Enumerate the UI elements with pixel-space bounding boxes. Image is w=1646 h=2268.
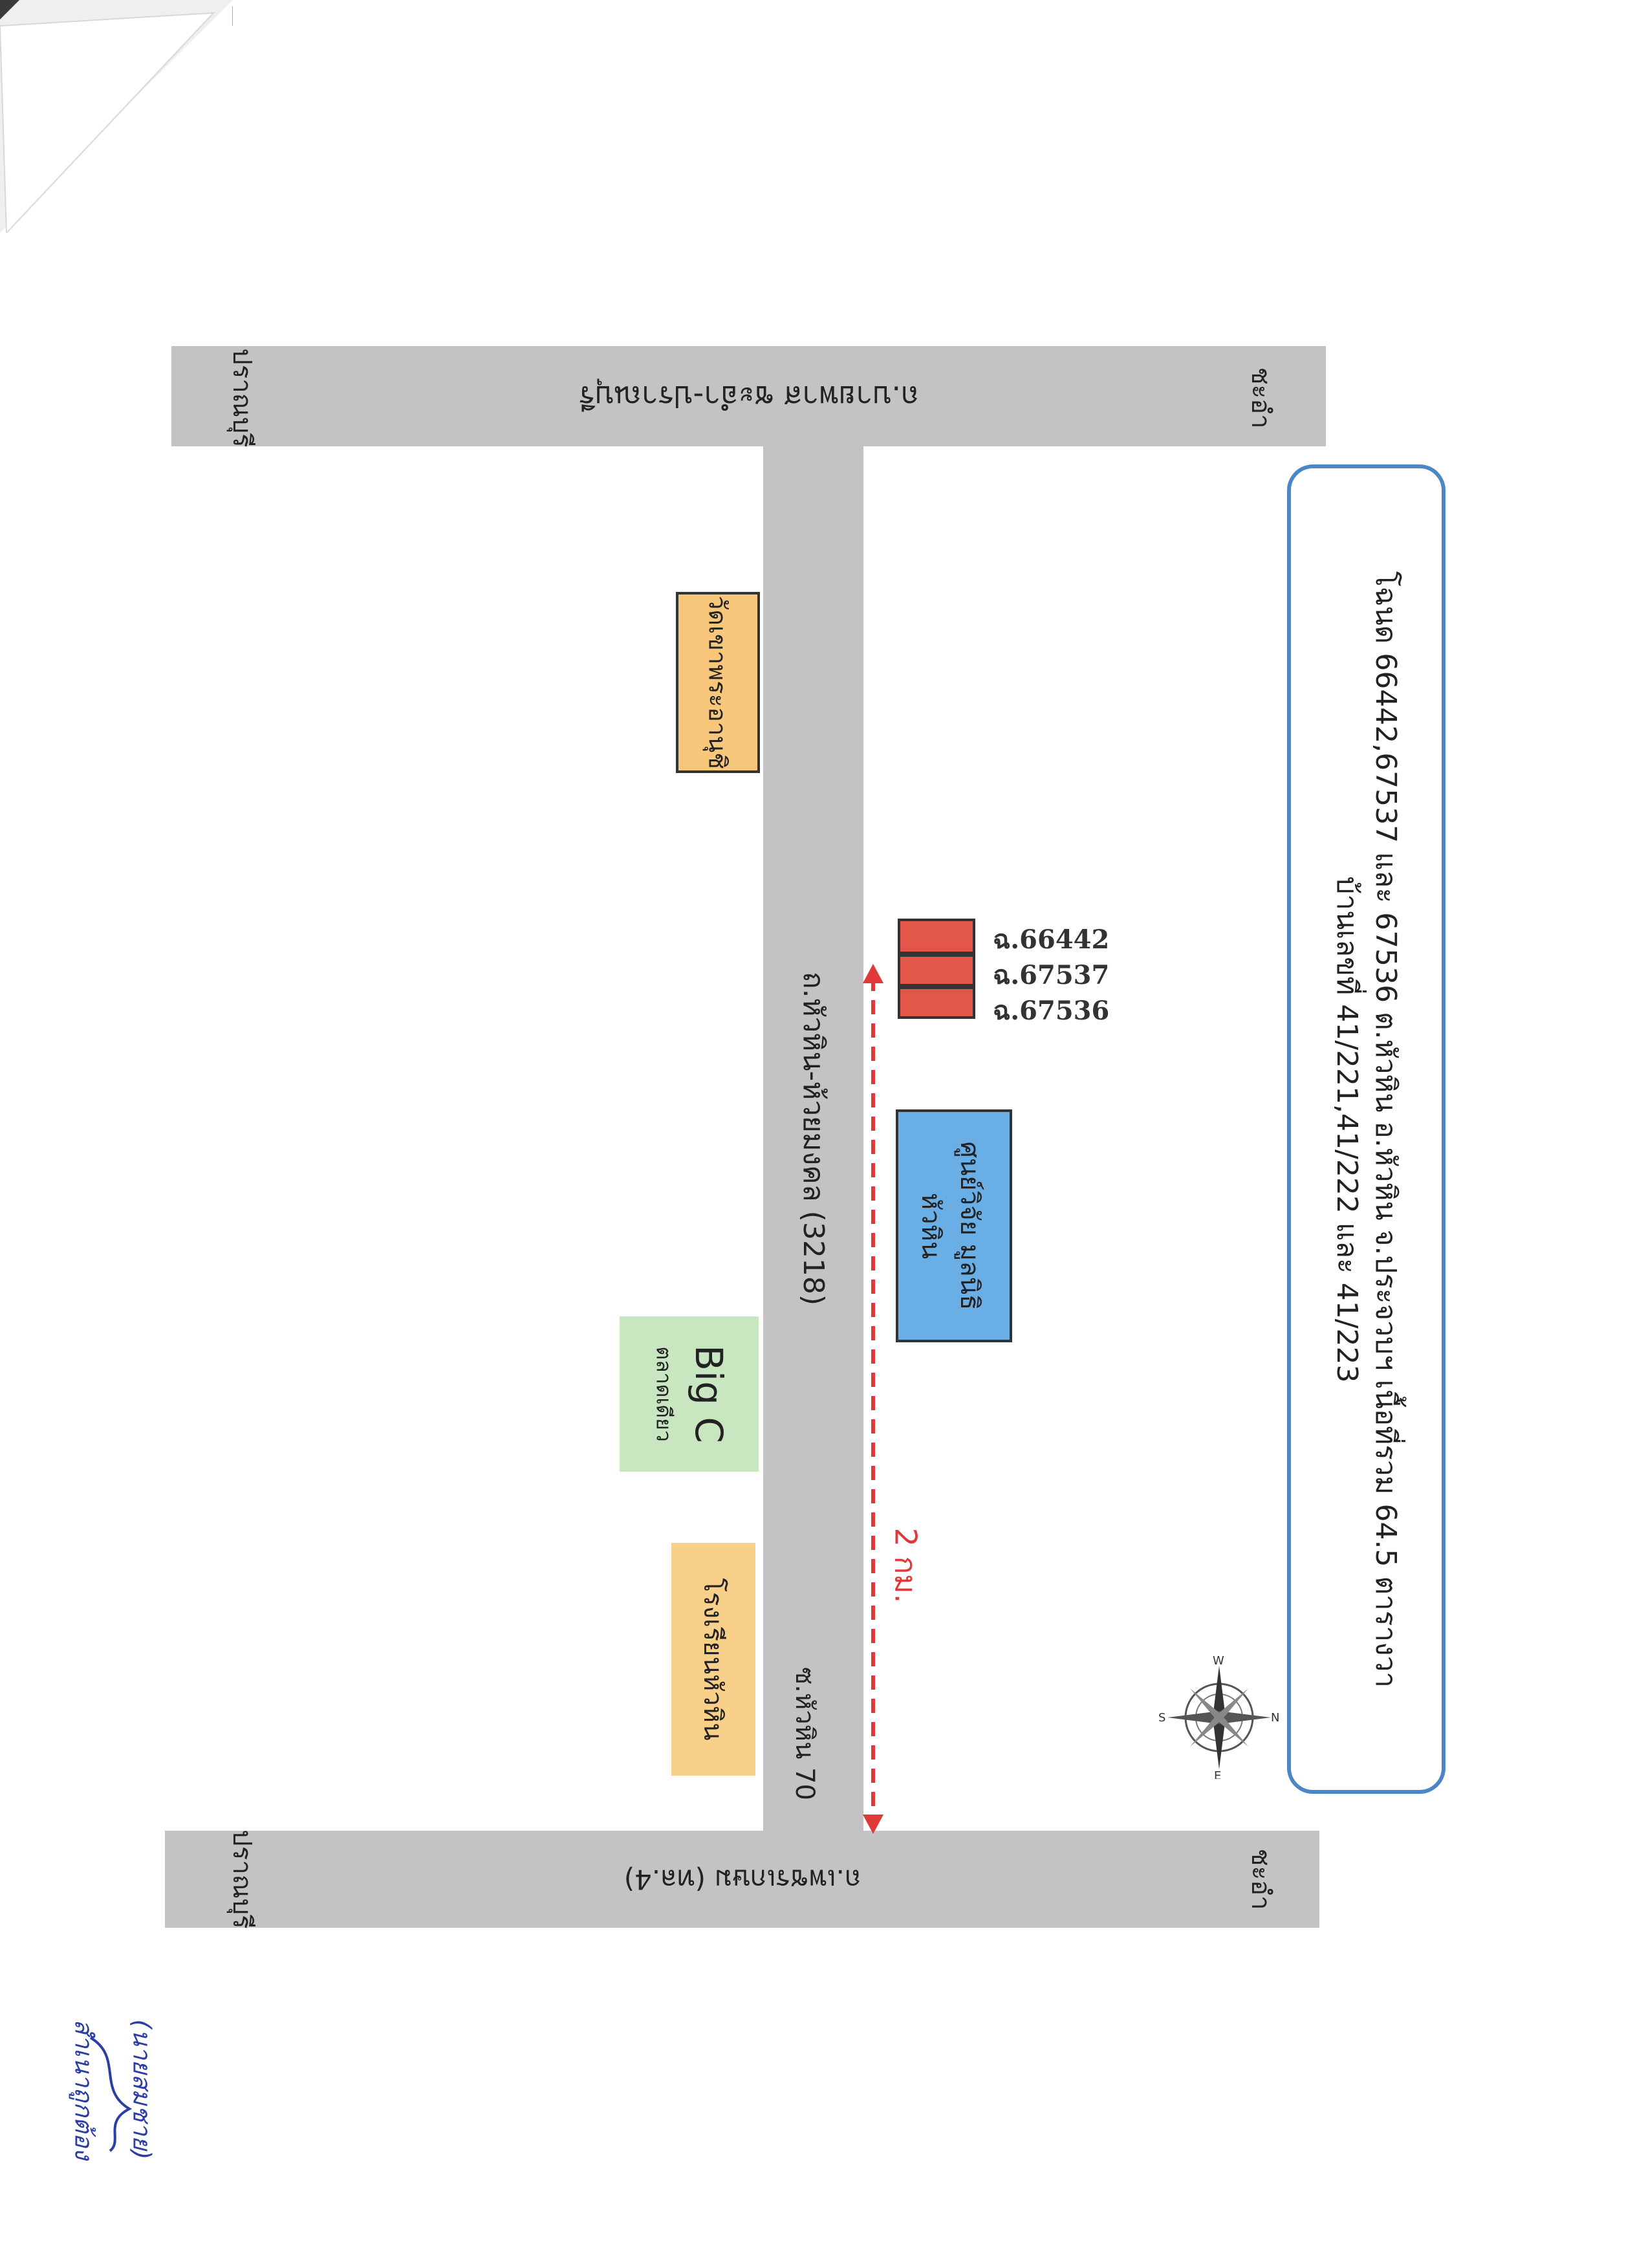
plot-67536 bbox=[898, 987, 975, 1019]
middle-road-label: ถ.หัวหิน-ห้วยมงคล (3218) bbox=[796, 972, 830, 1305]
compass-s: S bbox=[1158, 1711, 1165, 1725]
university-label: ศูนย์วิจัย มูลนิธิ bbox=[955, 1141, 984, 1311]
compass-e: E bbox=[1214, 1769, 1221, 1779]
bigc-title: Big C bbox=[686, 1345, 731, 1443]
university-landmark: ศูนย์วิจัย มูลนิธิ หัวหิน bbox=[896, 1109, 1012, 1342]
huahin-huaymongkol-road: ถ.หัวหิน-ห้วยมงคล (3218) bbox=[763, 446, 863, 1831]
compass-w: W bbox=[1213, 1656, 1224, 1668]
phetkasem-road-label: ถ.เพชรเกษม (ทล.4) bbox=[623, 1864, 861, 1895]
compass-n: N bbox=[1271, 1711, 1279, 1725]
phetkasem-right-end-label: ชะอำ bbox=[1246, 1848, 1275, 1910]
bypass-right-end-label: ชะอำ bbox=[1246, 367, 1275, 429]
school-landmark: โรงเรียนหัวหิน bbox=[671, 1543, 755, 1776]
temple-landmark: วัดเขาพระอานุชิ bbox=[676, 592, 760, 773]
info-line-2: บ้านเลขที่ 41/221,41/222 และ 41/223 bbox=[1330, 875, 1363, 1383]
temple-label: วัดเขาพระอานุชิ bbox=[703, 595, 732, 770]
phetkasem-left-end-label: ปราณบุรี bbox=[227, 1829, 257, 1929]
plot-67537 bbox=[898, 954, 975, 987]
university-sublabel: หัวหิน bbox=[916, 1192, 946, 1259]
signature: สำเนาถูกต้อง (นายสมชาย) bbox=[39, 1960, 181, 2219]
distance-arrow bbox=[863, 964, 883, 1834]
plot-label-67537: ฉ.67537 bbox=[993, 960, 1110, 990]
plot-66442 bbox=[898, 919, 975, 954]
folded-corner bbox=[0, 0, 233, 233]
bypass-road-label: ถ.บายพาส ชะอำ-ปราณบุรี bbox=[578, 379, 919, 414]
info-box: โฉนด 66442,67537 และ 67536 ต.หัวหิน อ.หั… bbox=[1287, 464, 1446, 1794]
bypass-left-end-label: ปราณบุรี bbox=[227, 348, 257, 448]
soi-label: ซ.หัวหิน 70 bbox=[790, 1666, 819, 1801]
compass-rose-icon: W E S N bbox=[1158, 1656, 1279, 1779]
plot-label-66442: ฉ.66442 bbox=[993, 924, 1110, 955]
bigc-subtitle: ตลาดเดียว bbox=[651, 1346, 676, 1442]
plot-label-67536: ฉ.67536 bbox=[993, 996, 1110, 1026]
school-label: โรงเรียนหัวหิน bbox=[698, 1578, 728, 1741]
info-line-1: โฉนด 66442,67537 และ 67536 ต.หัวหิน อ.หั… bbox=[1369, 571, 1402, 1688]
bypass-road: ถ.บายพาส ชะอำ-ปราณบุรี bbox=[171, 346, 1326, 446]
bigc-landmark: Big C ตลาดเดียว bbox=[620, 1316, 759, 1472]
phetkasem-road: ถ.เพชรเกษม (ทล.4) bbox=[165, 1831, 1319, 1928]
distance-label: 2 กม. bbox=[888, 1527, 924, 1604]
